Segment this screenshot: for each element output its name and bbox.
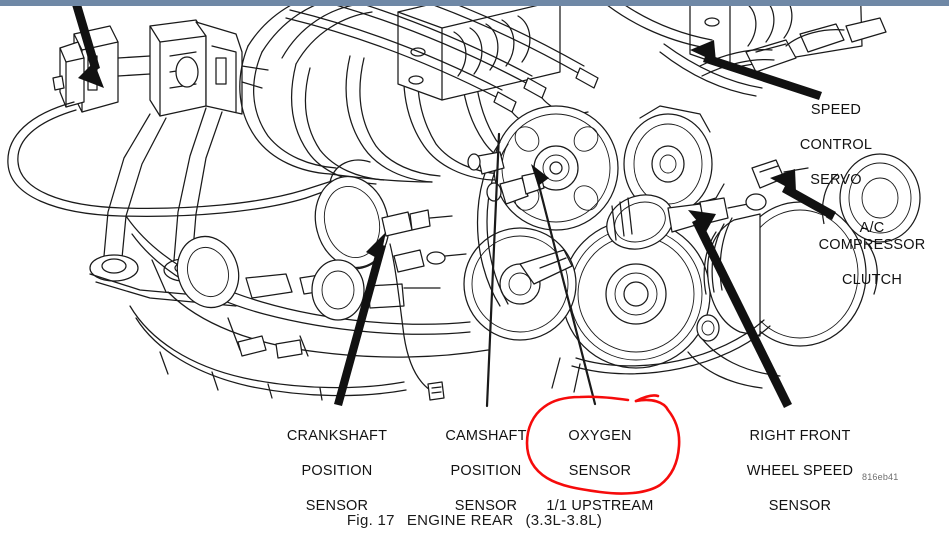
callout-line: CONTROL bbox=[799, 136, 873, 153]
leader-speed-control-servo bbox=[690, 40, 822, 100]
callout-line: SENSOR bbox=[768, 497, 832, 514]
throttle-body bbox=[314, 159, 453, 270]
callout-line: CRANKSHAFT bbox=[286, 427, 388, 444]
engine-block bbox=[125, 215, 489, 358]
crankshaft-pulley bbox=[561, 219, 711, 369]
power-steering-pulley bbox=[493, 105, 619, 231]
callout-line: OXYGEN bbox=[568, 427, 632, 444]
lower-right-block bbox=[551, 314, 781, 393]
callout-line: WHEEL SPEED bbox=[746, 462, 854, 479]
callout-camshaft-position-sensor: CAMSHAFT POSITION SENSOR bbox=[445, 410, 526, 533]
mounting-bracket-left bbox=[89, 107, 237, 307]
leader-ac-compressor-clutch bbox=[770, 169, 836, 220]
leader-ecm bbox=[72, 6, 104, 88]
red-circle-annotation bbox=[525, 394, 681, 495]
callout-line: 1/1 UPSTREAM bbox=[546, 497, 654, 514]
idler-pulley bbox=[463, 227, 577, 341]
leader-lines bbox=[72, 6, 836, 408]
valve-cover-right bbox=[689, 6, 863, 69]
callout-line: POSITION bbox=[301, 462, 373, 479]
figure-spec: (3.3L-3.8L) bbox=[525, 512, 603, 529]
sensor-harness bbox=[389, 243, 445, 401]
callout-ac-compressor-clutch: A/C COMPRESSOR CLUTCH bbox=[819, 202, 926, 307]
callout-right-front-wheel-speed-sensor: RIGHT FRONT WHEEL SPEED SENSOR bbox=[747, 410, 853, 533]
leader-oxygen-sensor bbox=[531, 164, 597, 406]
coolant-hoses bbox=[607, 6, 763, 97]
figure-number: Fig. 17 bbox=[346, 512, 395, 529]
abs-module bbox=[149, 19, 269, 117]
callout-line: CAMSHAFT bbox=[445, 427, 527, 444]
spark-plug-wires bbox=[285, 6, 599, 129]
callout-line: SERVO bbox=[810, 171, 862, 188]
callout-line: POSITION bbox=[450, 462, 522, 479]
callout-speed-control-servo: SPEED CONTROL SERVO bbox=[800, 84, 872, 207]
right-brackets bbox=[699, 17, 887, 189]
figure-title: ENGINE REAR bbox=[406, 512, 514, 529]
callout-line: A/C COMPRESSOR bbox=[818, 219, 926, 254]
leader-crankshaft-position-sensor bbox=[334, 232, 386, 406]
callout-line: CLUTCH bbox=[841, 272, 902, 288]
callout-line: SPEED bbox=[810, 101, 862, 118]
figure-caption: Fig. 17 ENGINE REAR (3.3L-3.8L) bbox=[0, 512, 949, 529]
callout-oxygen-sensor-1-1-upstream: OXYGEN SENSOR 1/1 UPSTREAM bbox=[546, 410, 653, 533]
callout-line: SENSOR bbox=[454, 497, 518, 514]
engine-diagram-artwork: .ln{fill:none;stroke:#1a1a1a;stroke-widt… bbox=[0, 6, 949, 502]
leader-camshaft-position-sensor bbox=[485, 132, 501, 408]
ac-compressor bbox=[703, 201, 878, 347]
callout-crankshaft-position-sensor: CRANKSHAFT POSITION SENSOR bbox=[287, 410, 387, 533]
callout-line: SENSOR bbox=[568, 462, 632, 479]
bellhousing bbox=[129, 305, 407, 401]
callout-line: SENSOR bbox=[305, 497, 369, 514]
leader-right-front-wheel-speed-sensor bbox=[688, 210, 792, 408]
callout-line: RIGHT FRONT bbox=[749, 427, 851, 444]
part-code-stamp: 816eb41 bbox=[862, 472, 899, 482]
